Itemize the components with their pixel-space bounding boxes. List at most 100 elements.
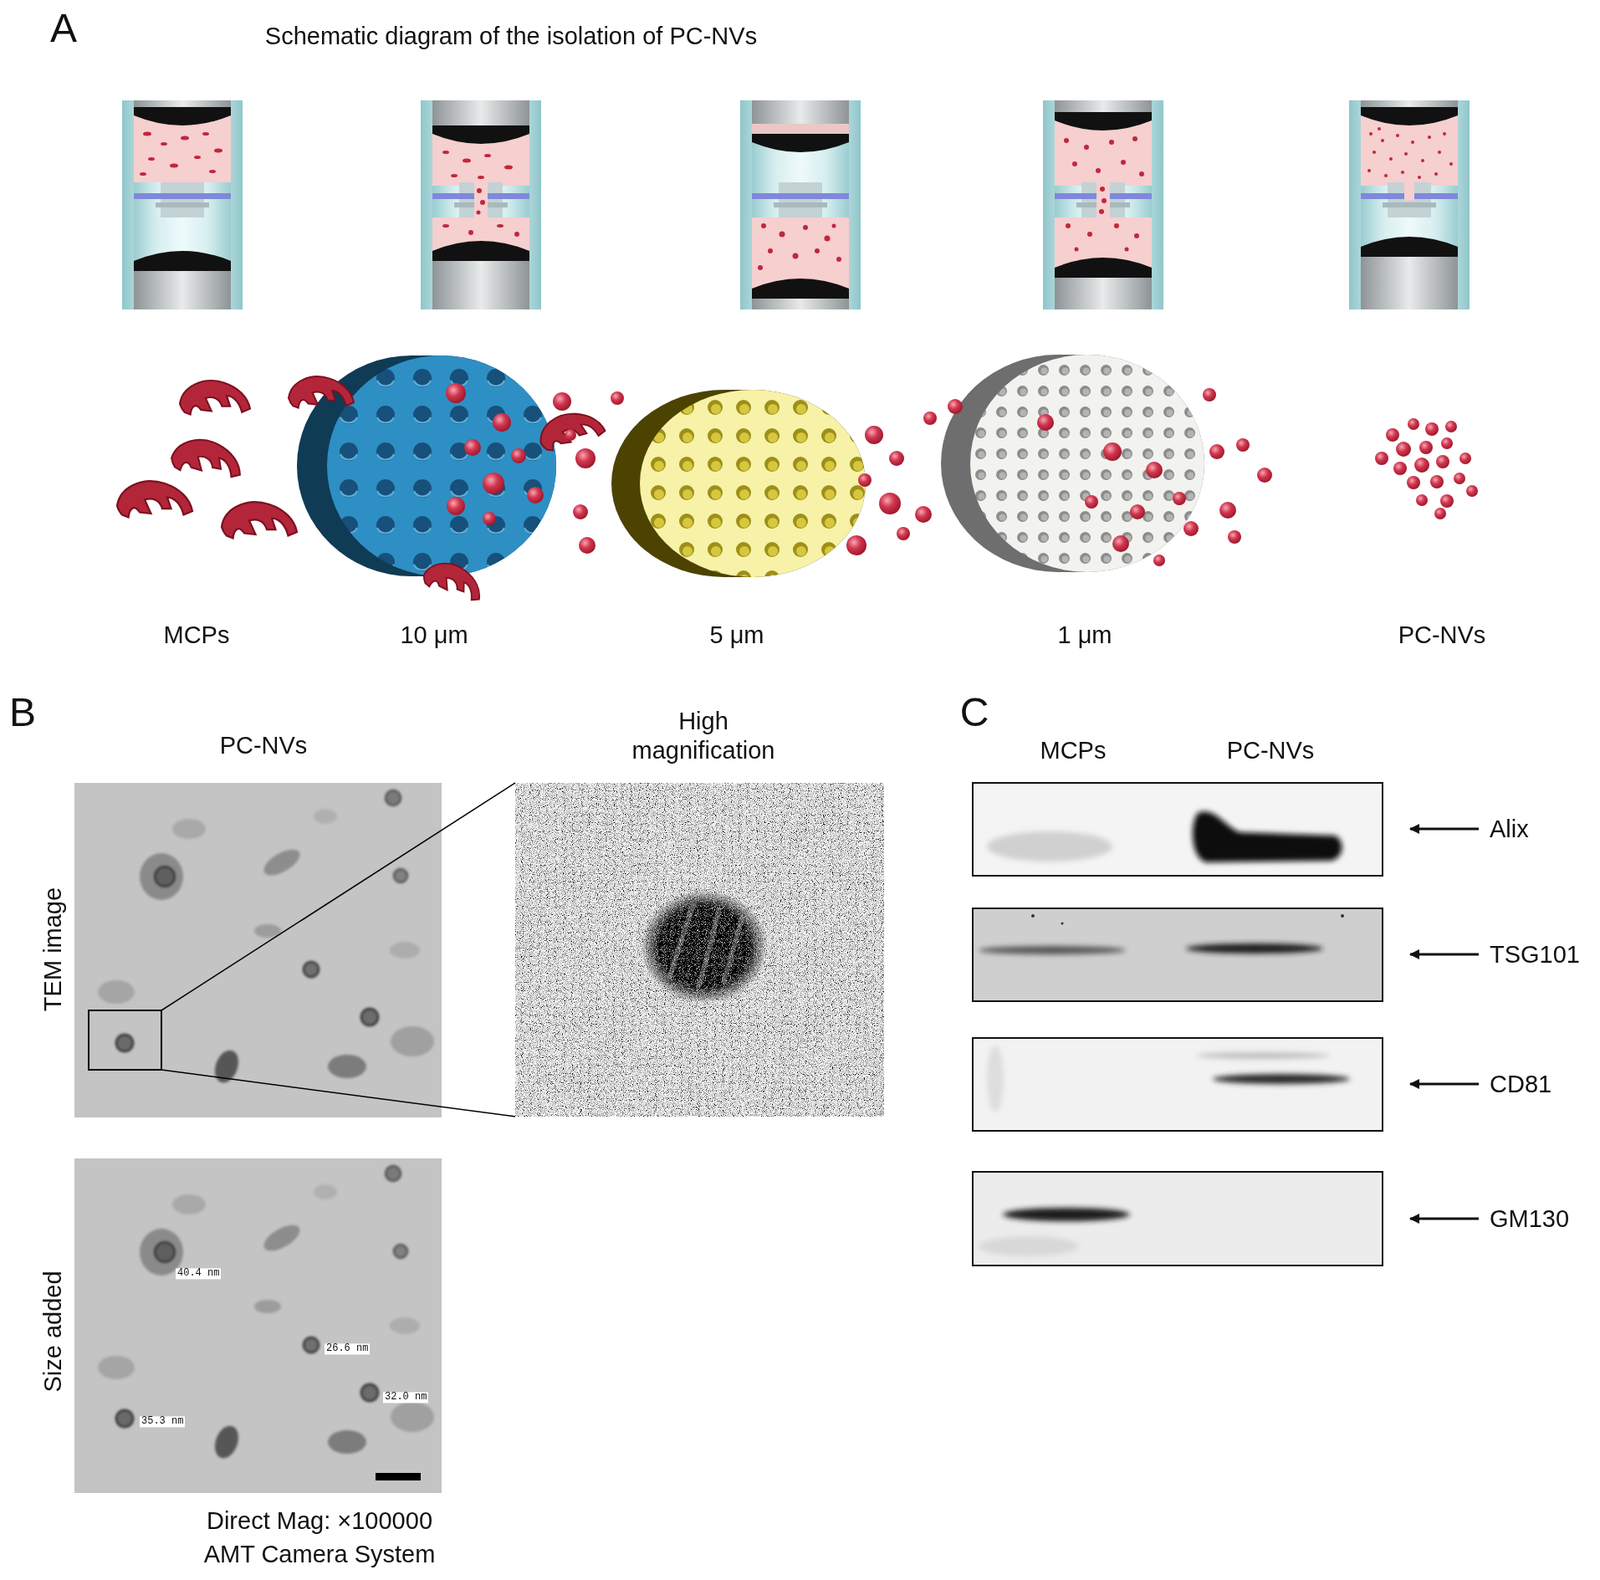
extruder-cylinder (1124, 247, 1130, 252)
extruder-cylinder (824, 235, 831, 242)
filter-disc-1um (970, 354, 1205, 573)
extruder-cylinder (767, 248, 773, 254)
blot-bands (978, 1236, 1079, 1257)
nanovesicles (1430, 475, 1444, 489)
panel-title: Schematic diagram of the isolation of PC… (265, 21, 757, 52)
extruder-cylinder (496, 224, 504, 228)
extruder-cylinder (133, 100, 231, 108)
extruder-cylinder (1400, 170, 1405, 174)
nanovesicles (1453, 472, 1466, 485)
western-blots (972, 782, 1479, 1266)
vesicle-closeup (723, 915, 743, 983)
nanovesicles (578, 536, 596, 554)
nanovesicles (879, 492, 901, 515)
nanovesicles (1236, 438, 1250, 452)
extruder-cylinder (476, 210, 481, 215)
nanovesicles (896, 526, 910, 541)
nanovesicles (526, 486, 544, 504)
extruder-cylinder (1109, 139, 1115, 145)
stage-label: PC-NVs (1398, 620, 1487, 650)
extruder-cylinder (432, 125, 530, 144)
band-arrows (1410, 953, 1479, 956)
extruder-cylinder (1421, 158, 1425, 163)
macrophage-fragments (117, 376, 607, 604)
nanovesicles (482, 511, 496, 526)
extruder-cylinder (751, 182, 849, 218)
extruder-cylinder (484, 153, 491, 158)
nanovesicles (1145, 461, 1163, 479)
extruder-cylinder (751, 100, 849, 124)
nanovesicles (1183, 521, 1199, 537)
extruder-cylinder (1063, 138, 1069, 144)
vesicle-closeup (515, 782, 885, 1117)
lane-label: PC-NVs (1226, 736, 1315, 766)
filter-disc-5um (639, 389, 866, 578)
extruder-cylinder (148, 157, 155, 161)
nanovesicles (1419, 440, 1433, 455)
nanovesicles (1219, 501, 1237, 519)
nanovesicles (1395, 441, 1411, 457)
extruder-cylinder (1367, 168, 1371, 173)
protein-label: GM130 (1489, 1204, 1570, 1234)
extruder-cylinder (1404, 152, 1408, 156)
nanovesicles (445, 383, 466, 404)
nanovesicles (889, 450, 905, 466)
size-tag: 40.4 nm (175, 1267, 221, 1279)
blot-bands (978, 1207, 1130, 1257)
nanovesicles (1153, 554, 1166, 567)
extruder-cylinder (462, 158, 471, 164)
extruder-cylinder (1139, 171, 1145, 177)
extruder-cylinder (779, 231, 786, 238)
macrophage-fragments (535, 405, 607, 453)
extruder-cylinder (432, 240, 530, 261)
extruder-cylinder (468, 230, 474, 236)
zoom-box (88, 1010, 162, 1070)
extruder-cylinder (1054, 112, 1152, 131)
extruder-cylinder (1054, 182, 1152, 218)
lane-label: MCPs (1040, 736, 1107, 766)
extruder-cylinder (1054, 277, 1152, 310)
vesicle-closeup (669, 903, 695, 979)
blot-bands (1192, 811, 1343, 863)
extruder-cylinder (792, 253, 799, 260)
nanovesicles (564, 429, 577, 441)
band-arrows (1410, 1083, 1479, 1086)
extruder-cylinder (751, 298, 849, 310)
size-tag: 35.3 nm (139, 1415, 185, 1427)
extruder-cylinder (740, 100, 861, 310)
nanovesicles (1393, 461, 1407, 476)
extruder-cylinder (122, 100, 243, 310)
nanovesicles (446, 496, 466, 516)
nanovesicles (492, 413, 512, 432)
macrophage-fragments (169, 434, 246, 481)
imaging-note: Direct Mag: ×100000 (206, 1506, 433, 1536)
extruder-cylinder (1120, 159, 1126, 165)
extruder-cylinders (122, 100, 1470, 310)
extruder-cylinder (1384, 173, 1388, 178)
extruder-cylinder (133, 250, 231, 271)
blot-bands (1212, 1073, 1350, 1084)
extruder-cylinder (1377, 127, 1381, 131)
nanovesicles (1445, 420, 1457, 433)
nanovesicles (1406, 475, 1421, 490)
nanovesicles (947, 398, 963, 415)
tem-micrographs (74, 782, 885, 1493)
nanovesicles (1084, 495, 1099, 509)
blot-bands (986, 1045, 1004, 1113)
nanovesicles (464, 439, 481, 456)
extruder-cylinder (814, 248, 820, 254)
extruder-cylinder (1065, 223, 1071, 229)
extruder-cylinder (1074, 247, 1079, 252)
extruder-cylinder (133, 182, 231, 218)
nanovesicles (1414, 457, 1430, 473)
band-arrows (1410, 828, 1479, 831)
extruder-cylinder (1442, 132, 1447, 136)
extruder-cylinder (180, 136, 190, 141)
blot-panel (972, 1171, 1383, 1266)
extruder-cylinder (1380, 138, 1385, 143)
pore-size-label: 5 μm (709, 620, 764, 650)
extruder-cylinder (133, 107, 231, 126)
nanovesicles (1209, 444, 1225, 460)
extruder-cylinder (757, 223, 842, 271)
panel-letter: A (50, 4, 77, 53)
